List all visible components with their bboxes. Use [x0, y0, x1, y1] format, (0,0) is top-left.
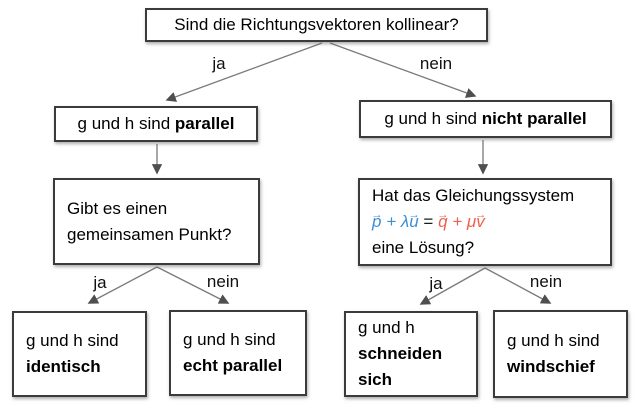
- result-parallel-bold: parallel: [174, 114, 235, 133]
- question-system-line3: eine Lösung?: [372, 238, 475, 257]
- result-echt-parallel-line1: g und h sind: [183, 330, 276, 349]
- result-identisch-box: g und h sind identisch: [12, 311, 147, 397]
- result-schneiden-bold-line1: schneiden: [358, 344, 443, 363]
- equation-equals-sign: =: [418, 212, 439, 231]
- edge-label-root-nein: nein: [419, 54, 453, 73]
- result-parallel-prefix: g und h sind: [77, 114, 175, 133]
- edge-common-point-to-echt-parallel: [156, 266, 230, 304]
- root-question-text: Sind die Richtungsvektoren kollinear?: [174, 15, 459, 34]
- edge-root-to-not-parallel: [329, 42, 477, 98]
- result-not-parallel-text: g und h sind nicht parallel: [384, 106, 586, 132]
- question-system-line1: Hat das Gleichungssystem: [372, 186, 575, 205]
- edge-common-point-to-identisch: [87, 266, 158, 304]
- edge-label-system-ja: ja: [429, 274, 443, 293]
- result-windschief-bold: windschief: [507, 357, 595, 376]
- vector-equation: p + λu = q + μv: [372, 209, 485, 235]
- result-echt-parallel-bold: echt parallel: [183, 356, 283, 375]
- result-parallel-text: g und h sind parallel: [78, 111, 235, 137]
- edge-root-to-parallel: [165, 42, 323, 102]
- equation-rhs: q + μv: [438, 212, 485, 231]
- result-windschief-line1: g und h sind: [507, 331, 600, 350]
- result-not-parallel-box: g und h sind nicht parallel: [359, 100, 612, 138]
- result-echt-parallel-box: g und h sind echt parallel: [169, 310, 307, 396]
- edge-label-common-nein: nein: [206, 272, 240, 291]
- edge-system-to-schneiden: [419, 267, 486, 305]
- result-not-parallel-prefix: g und h sind: [384, 109, 482, 128]
- question-common-point-line2: gemeinsamen Punkt?: [67, 224, 232, 244]
- edge-label-system-nein: nein: [529, 272, 563, 291]
- result-identisch-line1: g und h sind: [26, 331, 119, 350]
- result-schneiden-line1: g und h: [358, 318, 415, 337]
- result-schneiden-bold-line2: sich: [358, 370, 393, 389]
- question-common-point-line1: Gibt es einen: [67, 198, 168, 218]
- edge-label-root-ja: ja: [212, 54, 226, 73]
- result-windschief-box: g und h sind windschief: [493, 310, 628, 398]
- question-equation-system-box: Hat das Gleichungssystem p + λu = q + μv…: [358, 178, 612, 266]
- root-question-box: Sind die Richtungsvektoren kollinear?: [145, 8, 488, 42]
- result-not-parallel-bold: nicht parallel: [481, 109, 587, 128]
- result-identisch-bold: identisch: [26, 357, 101, 376]
- result-schneiden-box: g und h schneiden sich: [344, 311, 478, 397]
- edge-label-common-ja: ja: [93, 273, 107, 292]
- edge-system-to-windschief: [484, 267, 552, 304]
- result-parallel-box: g und h sind parallel: [54, 106, 258, 142]
- equation-lhs: p + λu: [372, 212, 419, 231]
- question-common-point-box: Gibt es einen gemeinsamen Punkt?: [53, 178, 260, 265]
